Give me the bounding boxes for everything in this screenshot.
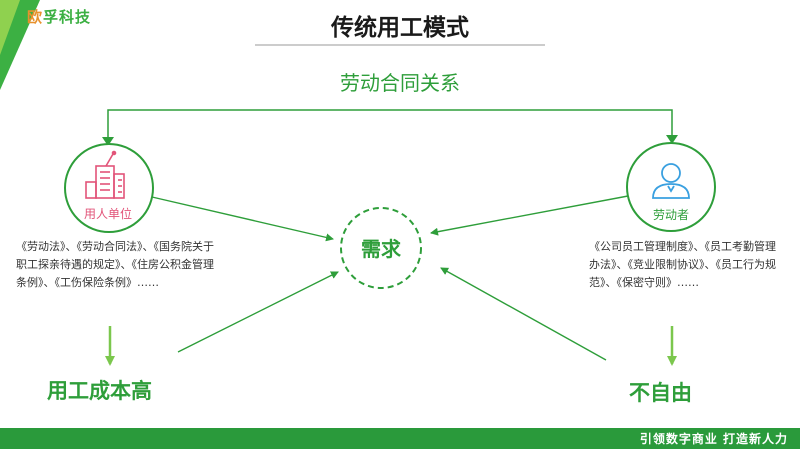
title-divider <box>255 44 545 46</box>
labor-contract-relation-label: 劳动合同关系 <box>340 71 460 95</box>
employer-laws-text: 《劳动法》、《劳动合同法》、《国务院关于职工探亲待遇的规定》、《住房公积金管理条… <box>16 240 214 289</box>
contract-bracket-line <box>107 109 673 145</box>
person-icon <box>652 163 690 199</box>
laborer-to-demand-arrow <box>430 195 629 236</box>
freedom-to-demand-arrow <box>440 267 607 361</box>
contract-arrowhead-left <box>102 137 114 146</box>
employer-node <box>64 143 154 233</box>
demand-label: 需求 <box>361 237 401 261</box>
footer-slogan: 引领数字商业 打造新人力 <box>639 432 788 446</box>
company-logo: 欧孚科技 <box>27 8 92 26</box>
corner-decoration <box>0 0 40 90</box>
laborer-outcome: 不自由 <box>629 381 692 405</box>
laborer-rules-text: 《公司员工管理制度》、《员工考勤管理办法》、《竞业限制协议》、《员工行为规范》、… <box>589 240 776 289</box>
laborer-node <box>626 142 716 232</box>
laborer-label: 劳动者 <box>652 208 689 222</box>
employer-label: 用人单位 <box>83 207 132 221</box>
employer-outcome: 用工成本高 <box>47 379 152 403</box>
slide-title: 传统用工模式 <box>331 15 469 41</box>
employer-to-demand-arrow <box>151 196 334 242</box>
contract-arrowhead-right <box>666 135 678 144</box>
cost-to-demand-arrow <box>177 271 339 353</box>
demand-node <box>340 207 422 289</box>
building-icon <box>85 150 125 199</box>
footer-bar: 引领数字商业 打造新人力 <box>0 428 800 449</box>
